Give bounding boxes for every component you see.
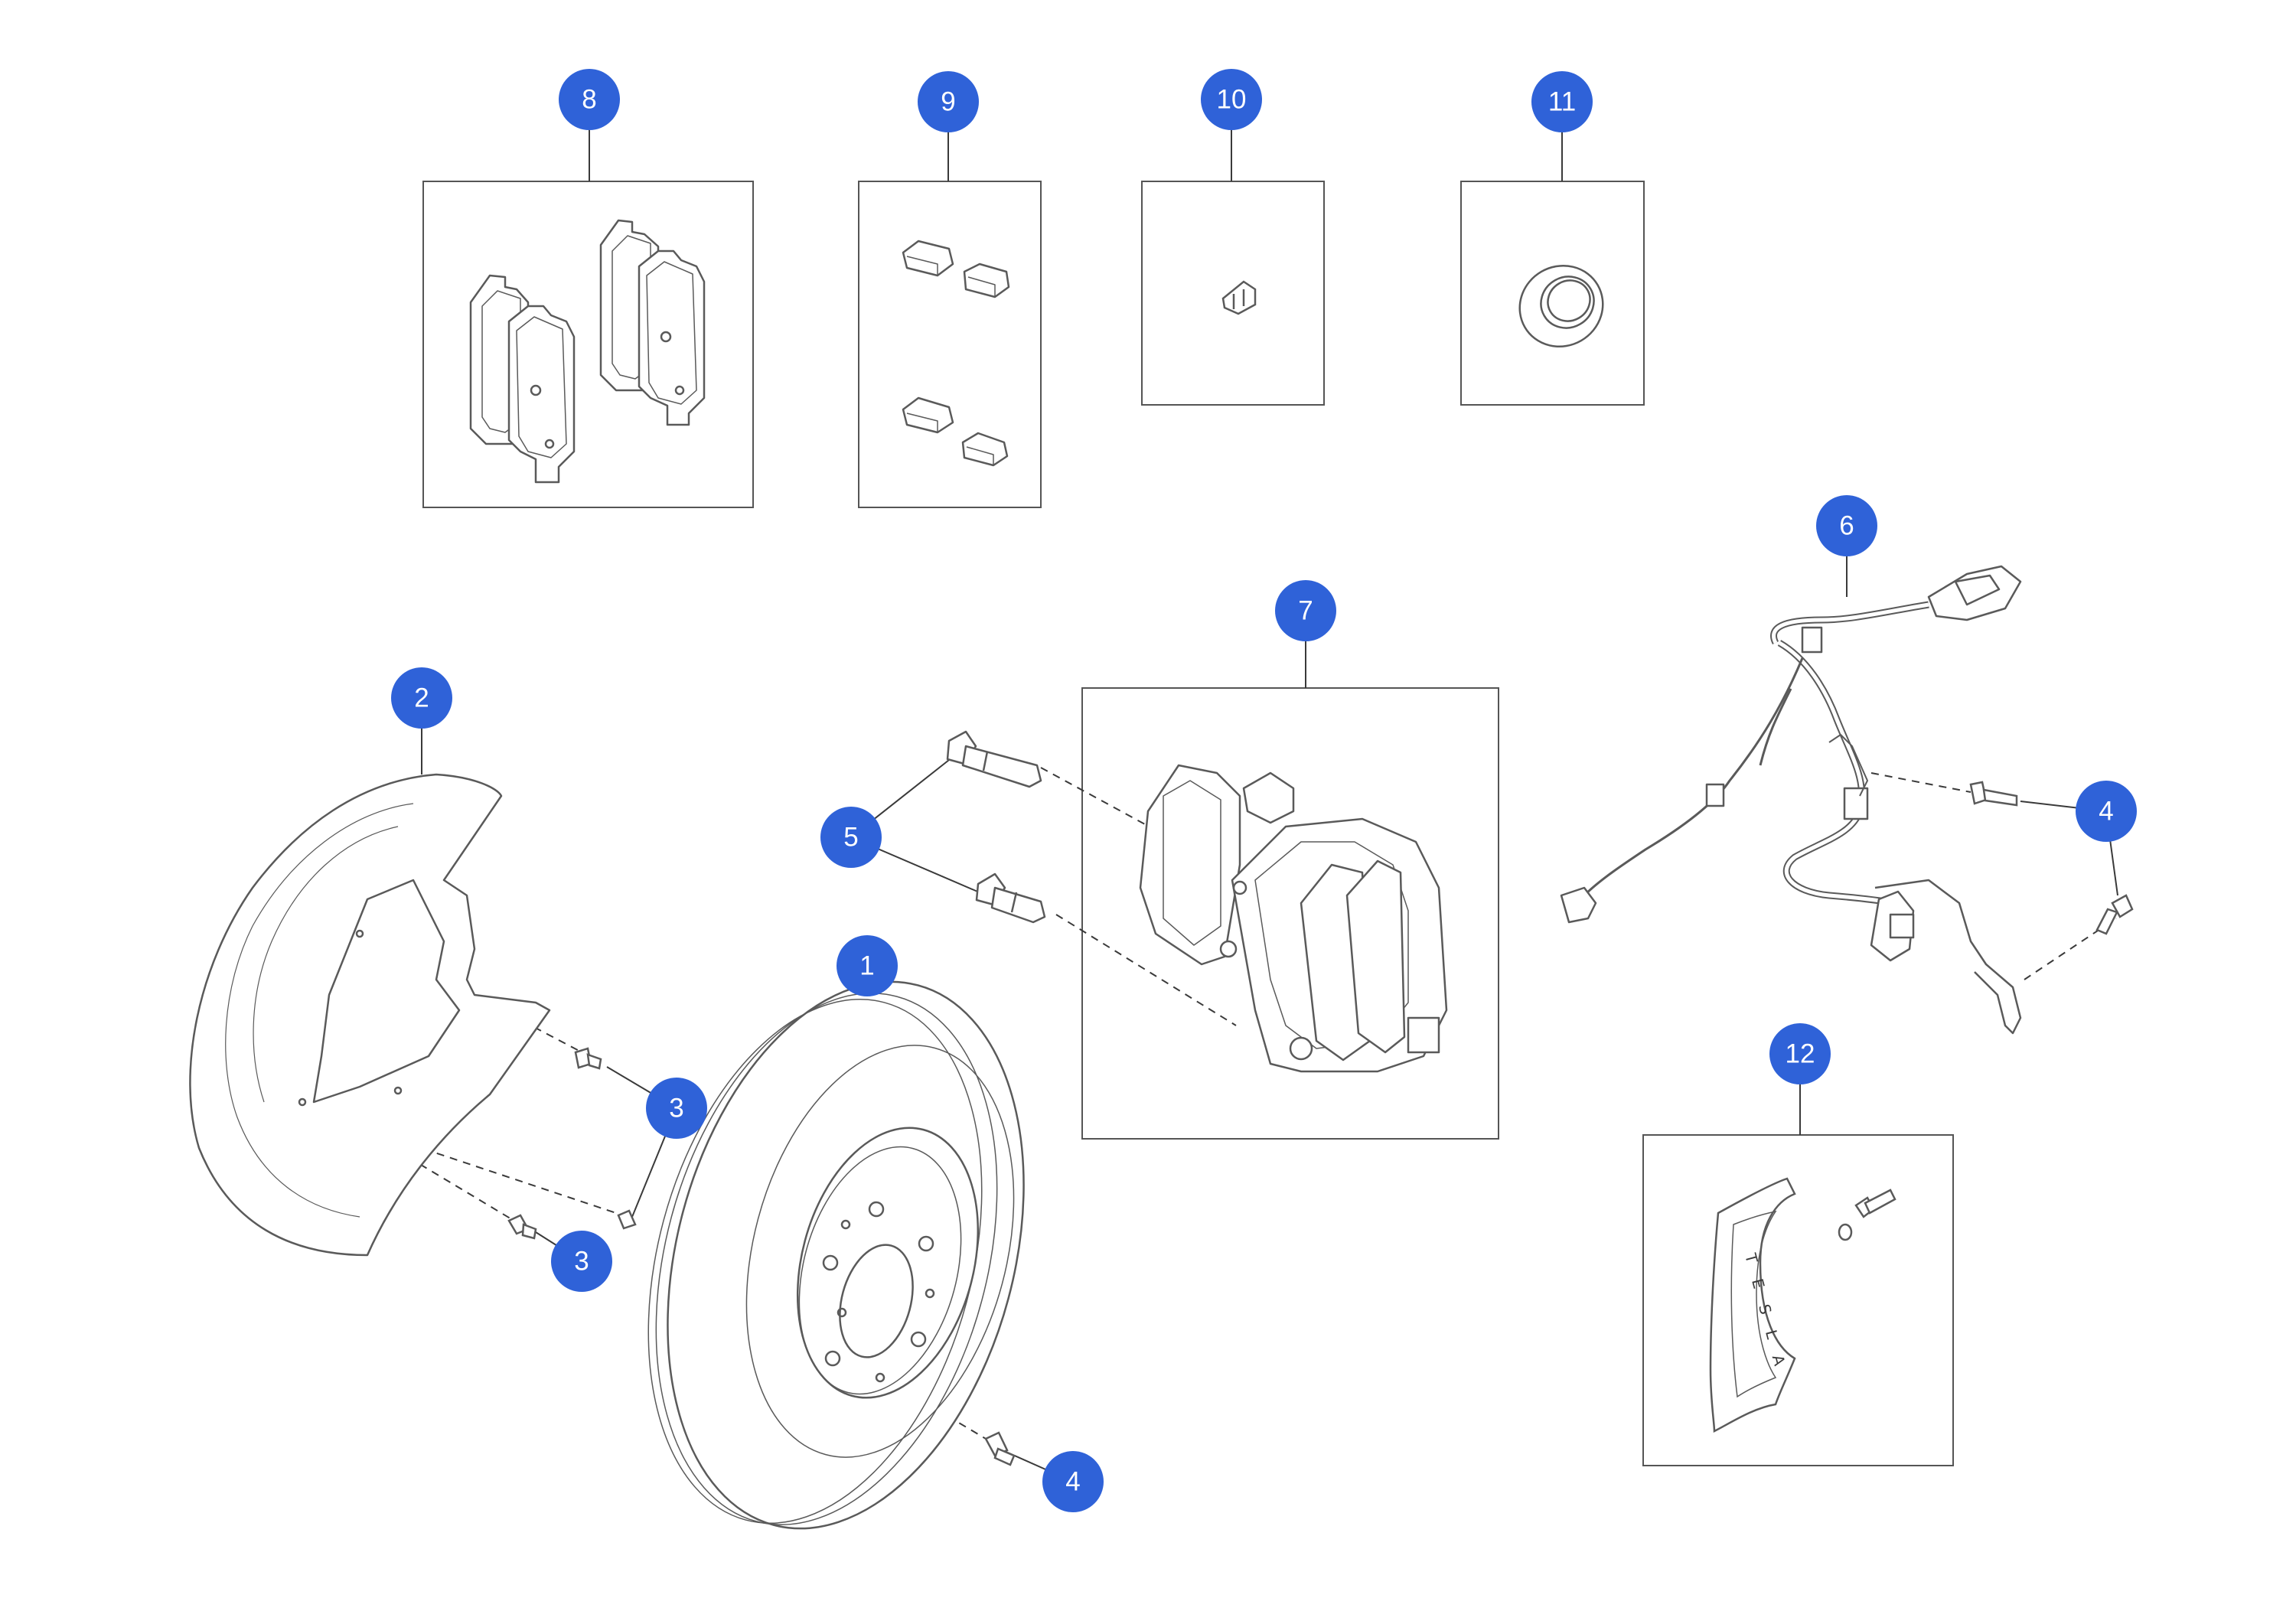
box-pad-clip-kit	[858, 181, 1042, 508]
callout-3-lower[interactable]: 3	[551, 1231, 612, 1292]
box-bleeder-screw	[1141, 181, 1325, 406]
callout-number: 4	[2099, 797, 2113, 827]
callout-9[interactable]: 9	[918, 71, 979, 132]
callout-12[interactable]: 12	[1769, 1023, 1831, 1084]
callout-number: 8	[582, 85, 596, 115]
shield-bolts-drawing	[507, 1047, 637, 1240]
callout-bubble	[1531, 71, 1593, 132]
callout-number: 11	[1548, 87, 1576, 117]
callout-5[interactable]: 5	[820, 807, 882, 868]
dust-shield-drawing	[189, 773, 551, 1257]
callout-bubble	[551, 1231, 612, 1292]
callout-number: 12	[1786, 1039, 1815, 1069]
callout-10[interactable]: 10	[1201, 69, 1262, 130]
brake-rotor-drawing	[647, 980, 1025, 1530]
bleeder-screw-drawing	[1221, 280, 1257, 315]
callout-number: 1	[859, 951, 874, 981]
box-brake-caliper	[1081, 687, 1499, 1140]
callout-bubble	[646, 1078, 707, 1139]
callout-bubble	[1042, 1451, 1104, 1512]
brake-pad-set-drawing	[469, 219, 706, 484]
callout-bubble	[1816, 495, 1877, 556]
callout-number: 3	[669, 1094, 683, 1123]
brake-caliper-drawing	[1139, 764, 1448, 1073]
box-seal	[1460, 181, 1645, 406]
callout-number: 3	[574, 1247, 589, 1277]
callout-bubble	[559, 69, 620, 130]
wiring-harness-drawing	[1560, 565, 2022, 1035]
callout-3-upper[interactable]: 3	[646, 1078, 707, 1139]
box-brake-pad-set	[422, 181, 754, 508]
callout-bubble	[837, 935, 898, 996]
pad-clip-kit-drawing	[902, 240, 1010, 467]
callout-number: 2	[414, 683, 429, 713]
callout-layer: 8 9 10 11 6 7 2 5	[391, 69, 2137, 1512]
callout-number: 4	[1065, 1467, 1080, 1497]
callout-2[interactable]: 2	[391, 667, 452, 729]
callout-number: 5	[843, 823, 858, 853]
callout-4-rotor[interactable]: 4	[1042, 1451, 1104, 1512]
callout-number: 9	[941, 87, 955, 117]
rotor-screw-drawing	[984, 1431, 1016, 1466]
callout-bubble	[2076, 781, 2137, 842]
callout-bubble	[820, 807, 882, 868]
callout-4-harness[interactable]: 4	[2076, 781, 2137, 842]
callout-bubble	[1769, 1023, 1831, 1084]
callout-bubble	[1275, 580, 1336, 641]
caliper-cover-drawing: TESLA	[1709, 1177, 1896, 1433]
caliper-bolts-drawing	[946, 730, 1046, 924]
callout-number: 6	[1839, 511, 1854, 541]
callout-6[interactable]: 6	[1816, 495, 1877, 556]
callout-bubble	[1201, 69, 1262, 130]
callout-1[interactable]: 1	[837, 935, 898, 996]
callout-number: 7	[1298, 596, 1313, 626]
callout-bubble	[918, 71, 979, 132]
callout-bubble	[391, 667, 452, 729]
callout-11[interactable]: 11	[1531, 71, 1593, 132]
callout-number: 10	[1217, 85, 1247, 115]
box-caliper-cover	[1642, 1134, 1954, 1466]
callout-7[interactable]: 7	[1275, 580, 1336, 641]
seal-drawing	[1518, 264, 1604, 348]
harness-bolts-drawing	[1969, 781, 2134, 935]
callout-8[interactable]: 8	[559, 69, 620, 130]
